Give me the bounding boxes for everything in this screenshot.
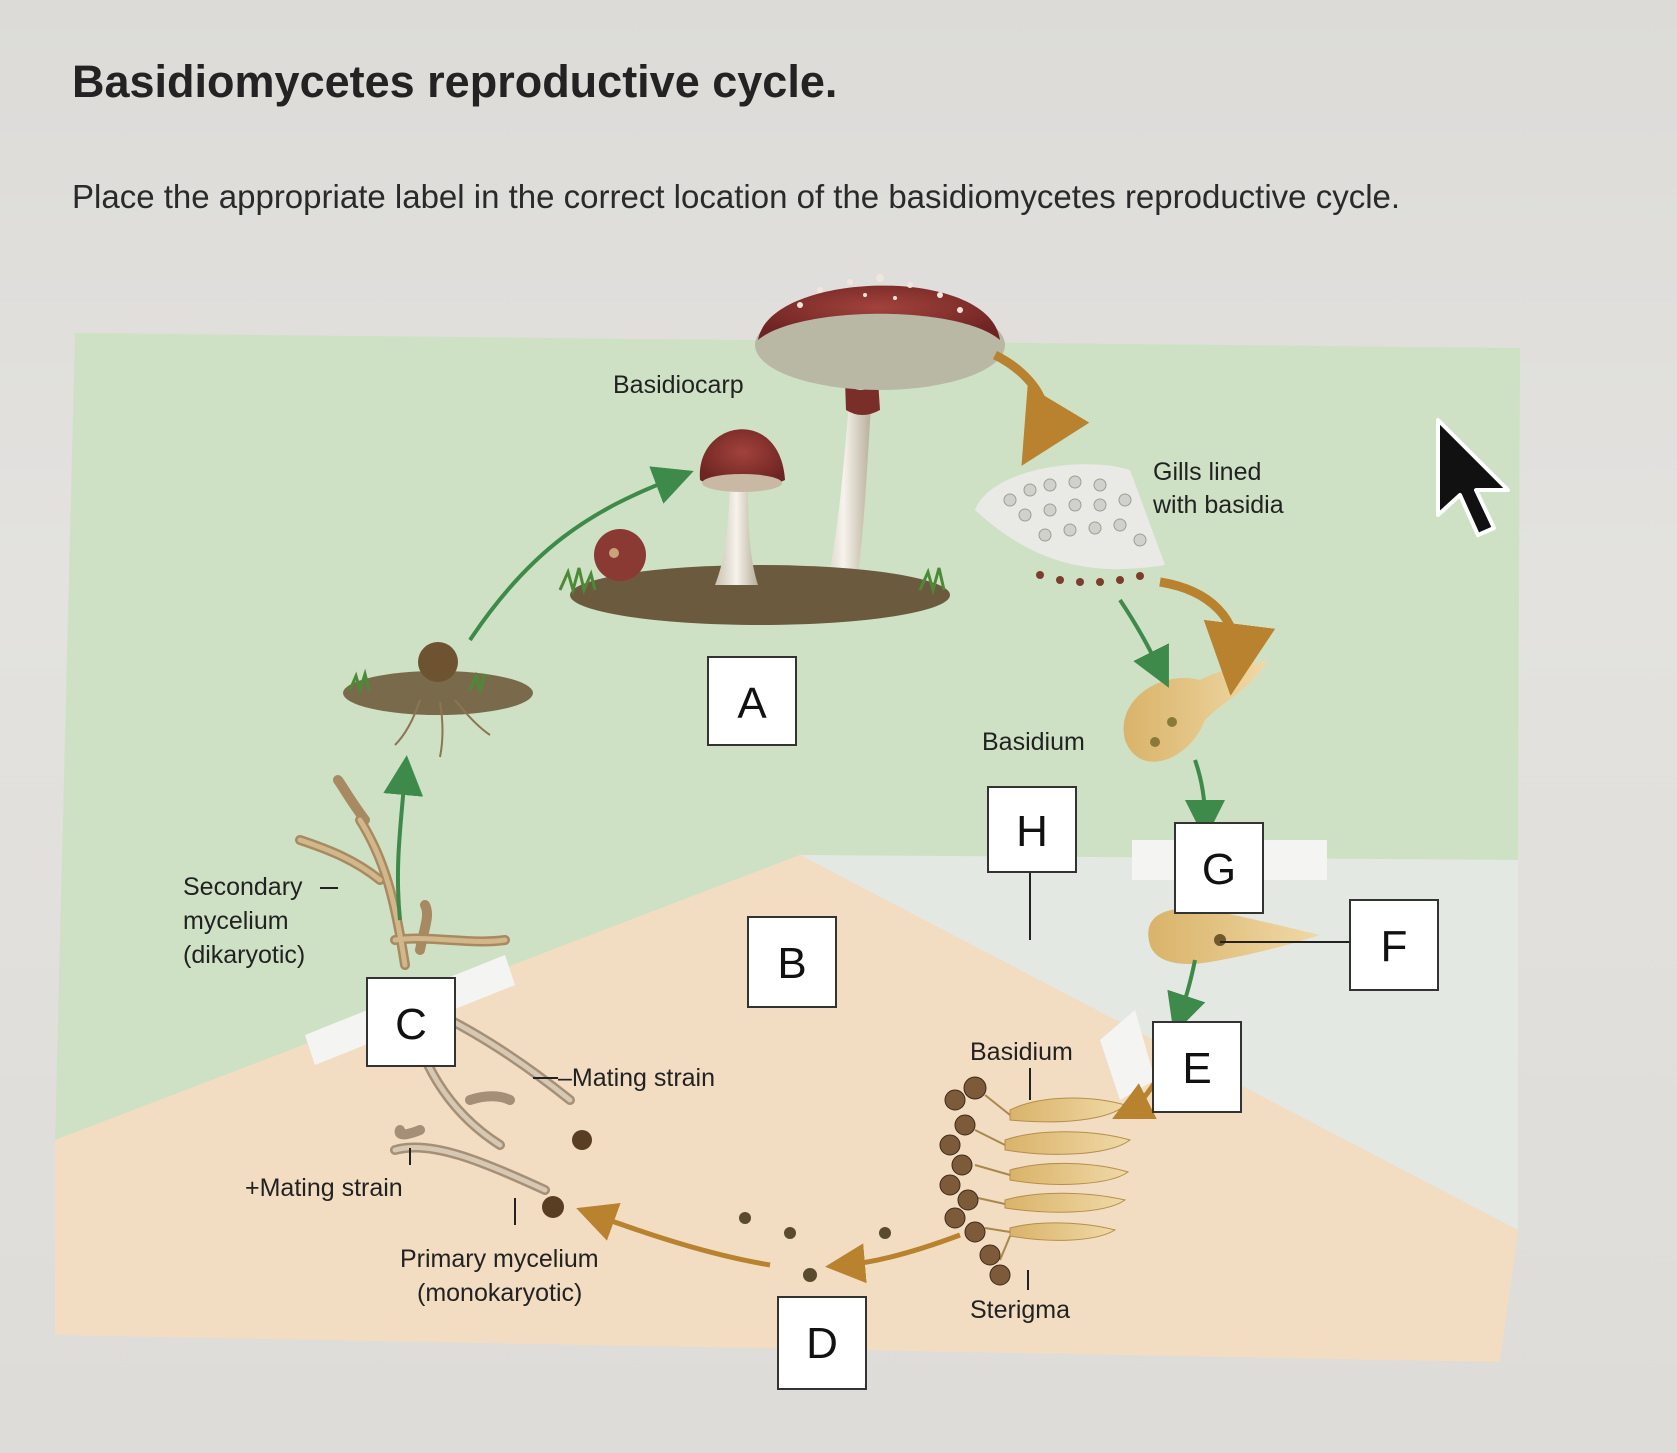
primary-mycelium-line1: Primary mycelium [400,1245,599,1273]
secondary-mycelium-line2: mycelium [183,907,289,935]
gills-label-line1: Gills lined [1153,458,1261,486]
secondary-mycelium-line1: Secondary [183,873,303,901]
drop-box-d[interactable]: D [777,1296,867,1390]
drop-box-f[interactable]: F [1349,899,1439,991]
drop-box-c[interactable]: C [366,977,456,1067]
young-basidiocarps [558,429,950,625]
drop-box-d-letter: D [806,1319,838,1368]
instruction-text: Place the appropriate label in the corre… [72,178,1401,215]
tan-zone [55,855,1518,1362]
basidiocarp-label: Basidiocarp [613,371,744,399]
drop-box-a-letter: A [737,679,767,728]
cursor-arrow-icon [1436,418,1510,537]
button-stage [343,642,533,758]
drop-box-e[interactable]: E [1152,1021,1242,1113]
released-spores [739,1212,891,1282]
basidium-label-bottom: Basidium [970,1038,1073,1066]
page-title: Basidiomycetes reproductive cycle. [72,56,838,107]
drop-box-e-letter: E [1182,1044,1211,1093]
secondary-mycelium-line3: (dikaryotic) [183,941,305,969]
drop-box-b[interactable]: B [747,916,837,1008]
basidium-label-top: Basidium [982,728,1085,756]
drop-box-a[interactable]: A [707,656,797,746]
plus-mating-strain-label: +Mating strain [245,1174,403,1202]
basidia-cluster [939,1076,1132,1286]
gills-label-line2: with basidia [1152,491,1284,519]
drop-box-f-letter: F [1381,922,1408,971]
drop-box-h[interactable]: H [987,786,1077,873]
drop-box-c-letter: C [395,1000,427,1049]
mature-basidiocarp [755,274,1005,592]
minus-mating-strain-label: –Mating strain [558,1064,715,1092]
spore-minus [572,1130,592,1150]
spore-plus [542,1196,564,1218]
drop-box-h-letter: H [1016,807,1048,856]
drop-box-g[interactable]: G [1174,822,1264,914]
leader-lines [320,870,1350,1290]
sterigma-label: Sterigma [970,1296,1070,1324]
primary-mycelium-line2: (monokaryotic) [417,1279,582,1307]
gill-section [975,464,1165,586]
drop-box-g-letter: G [1202,845,1236,894]
drop-box-b-letter: B [777,939,806,988]
